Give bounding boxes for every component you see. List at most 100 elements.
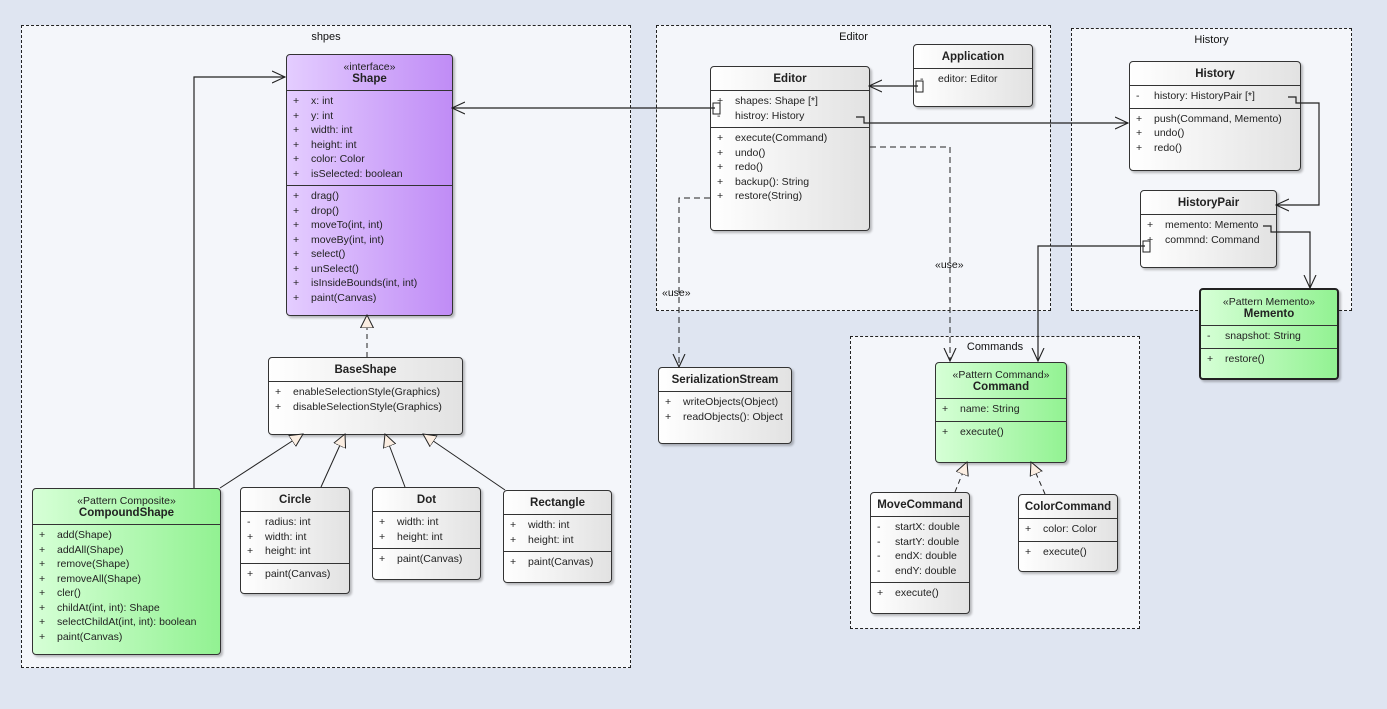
member-text: restore() [1225, 352, 1265, 365]
class-dot[interactable]: Dot +width: int+height: int +paint(Canvas) [372, 487, 481, 580]
class-operation[interactable]: +drop() [287, 204, 452, 219]
class-operation[interactable]: +undo() [711, 146, 869, 161]
class-compoundshape[interactable]: «Pattern Composite»CompoundShape+add(Sha… [32, 488, 221, 655]
class-operation[interactable]: +moveTo(int, int) [287, 218, 452, 233]
class-operation[interactable]: +enableSelectionStyle(Graphics) [269, 385, 462, 400]
class-operation[interactable]: +backup(): String [711, 175, 869, 190]
class-attribute[interactable]: -editor: Editor [914, 72, 1032, 87]
class-attribute[interactable]: +width: int [504, 518, 611, 533]
class-attribute[interactable]: +width: int [373, 515, 480, 530]
class-attribute[interactable]: -radius: int [241, 515, 349, 530]
member-text: name: String [960, 403, 1020, 415]
class-attribute[interactable]: +width: int [241, 530, 349, 545]
class-header: HistoryPair [1141, 191, 1276, 215]
class-operation[interactable]: +undo() [1130, 126, 1300, 141]
member-text: paint(Canvas) [311, 291, 377, 304]
class-operation[interactable]: +select() [287, 247, 452, 262]
class-header: Dot [373, 488, 480, 512]
class-attribute[interactable]: -endX: double [871, 549, 969, 564]
class-circle[interactable]: Circle-radius: int+width: int+height: in… [240, 487, 350, 594]
class-operation[interactable]: +paint(Canvas) [287, 291, 452, 306]
class-operation[interactable]: +moveBy(int, int) [287, 233, 452, 248]
class-rectangle[interactable]: Rectangle+width: int+height: int+paint(C… [503, 490, 612, 583]
class-operation[interactable]: +remove(Shape) [33, 557, 220, 572]
class-attribute[interactable]: -history: HistoryPair [*] [1130, 89, 1300, 104]
visibility-marker: - [717, 109, 721, 122]
member-text: color: Color [1043, 523, 1097, 535]
member-text: add(Shape) [57, 529, 112, 541]
class-history[interactable]: History-history: HistoryPair [*]+push(Co… [1129, 61, 1301, 171]
visibility-marker: - [1136, 90, 1140, 102]
class-operations: +execute() [1019, 542, 1117, 564]
class-command[interactable]: «Pattern Command»Command+name: String+ex… [935, 362, 1067, 463]
class-attribute[interactable]: -endY: double [871, 564, 969, 579]
class-attribute[interactable]: +color: Color [287, 152, 452, 167]
class-operation[interactable]: +selectChildAt(int, int): boolean [33, 615, 220, 630]
class-shape[interactable]: «interface»Shape+x: int+y: int+width: in… [286, 54, 453, 316]
class-attribute[interactable]: +width: int [287, 123, 452, 138]
class-serializationstream[interactable]: SerializationStream+writeObjects(Object)… [658, 367, 792, 444]
class-attribute[interactable]: -snapshot: String [1201, 329, 1337, 344]
class-operation[interactable]: +readObjects(): Object [659, 410, 791, 425]
class-historypair[interactable]: HistoryPair+memento: Memento+commnd: Com… [1140, 190, 1277, 268]
class-attribute[interactable]: +color: Color [1019, 522, 1117, 537]
member-text: memento: Memento [1165, 219, 1259, 231]
class-operation[interactable]: +isInsideBounds(int, int) [287, 276, 452, 291]
member-text: redo() [735, 161, 764, 173]
class-operation[interactable]: +writeObjects(Object) [659, 395, 791, 410]
class-attribute[interactable]: +isSelected: boolean [287, 167, 452, 182]
class-operation[interactable]: +paint(Canvas) [33, 630, 220, 645]
member-text: redo() [1154, 141, 1183, 154]
class-movecommand[interactable]: MoveCommand-startX: double-startY: doubl… [870, 492, 970, 614]
class-operation[interactable]: +redo() [1130, 141, 1300, 156]
class-memento[interactable]: «Pattern Memento»Memento-snapshot: Strin… [1199, 288, 1339, 380]
class-attribute[interactable]: +shapes: Shape [*] [711, 94, 869, 109]
class-operation[interactable]: +drag() [287, 189, 452, 204]
member-text: radius: int [265, 516, 311, 528]
class-baseshape[interactable]: BaseShape+enableSelectionStyle(Graphics)… [268, 357, 463, 435]
class-operation[interactable]: +removeAll(Shape) [33, 572, 220, 587]
class-operation[interactable]: +cler() [33, 586, 220, 601]
class-operation[interactable]: +unSelect() [287, 262, 452, 277]
class-attribute[interactable]: +memento: Memento [1141, 218, 1276, 233]
class-operation[interactable]: +execute(Command) [711, 131, 869, 146]
class-operation[interactable]: +paint(Canvas) [241, 567, 349, 582]
class-editor[interactable]: Editor+shapes: Shape [*]-histroy: Histor… [710, 66, 870, 231]
class-attributes: +name: String [936, 399, 1066, 422]
class-attribute[interactable]: +name: String [936, 402, 1066, 417]
visibility-marker: + [247, 530, 254, 543]
class-attributes: -radius: int+width: int+height: int [241, 512, 349, 564]
class-header: «Pattern Composite»CompoundShape [33, 489, 220, 525]
class-operations: +push(Command, Memento)+undo()+redo() [1130, 109, 1300, 160]
class-operation[interactable]: +paint(Canvas) [373, 552, 480, 567]
class-attribute[interactable]: -startX: double [871, 520, 969, 535]
class-attribute[interactable]: +height: int [504, 533, 611, 548]
class-attribute[interactable]: -startY: double [871, 535, 969, 550]
class-operation[interactable]: +paint(Canvas) [504, 555, 611, 570]
class-application[interactable]: Application-editor: Editor [913, 44, 1033, 107]
class-operation[interactable]: +execute() [871, 586, 969, 601]
class-operation[interactable]: +disableSelectionStyle(Graphics) [269, 400, 462, 415]
class-attribute[interactable]: +commnd: Command [1141, 233, 1276, 248]
class-colorcommand[interactable]: ColorCommand+color: Color+execute() [1018, 494, 1118, 572]
class-attribute[interactable]: +height: int [373, 530, 480, 545]
class-operation[interactable]: +add(Shape) [33, 528, 220, 543]
class-attribute[interactable]: +y: int [287, 109, 452, 124]
class-operation[interactable]: +execute() [1019, 545, 1117, 560]
class-operation[interactable]: +restore() [1201, 352, 1337, 367]
class-attribute[interactable]: +height: int [241, 544, 349, 559]
class-attribute[interactable]: -histroy: History [711, 109, 869, 124]
class-operation[interactable]: +addAll(Shape) [33, 543, 220, 558]
class-operation[interactable]: +childAt(int, int): Shape [33, 601, 220, 616]
class-attribute[interactable]: +x: int [287, 94, 452, 109]
class-attribute[interactable]: +height: int [287, 138, 452, 153]
class-attributes: +width: int+height: int [504, 515, 611, 552]
class-attributes: +x: int+y: int+width: int+height: int+co… [287, 91, 452, 186]
class-attributes: +memento: Memento+commnd: Command [1141, 215, 1276, 251]
class-operation[interactable]: +execute() [936, 425, 1066, 440]
visibility-marker: + [39, 558, 46, 570]
class-operation[interactable]: +redo() [711, 160, 869, 175]
member-text: height: int [397, 530, 443, 543]
class-operation[interactable]: +restore(String) [711, 189, 869, 204]
class-operation[interactable]: +push(Command, Memento) [1130, 112, 1300, 127]
